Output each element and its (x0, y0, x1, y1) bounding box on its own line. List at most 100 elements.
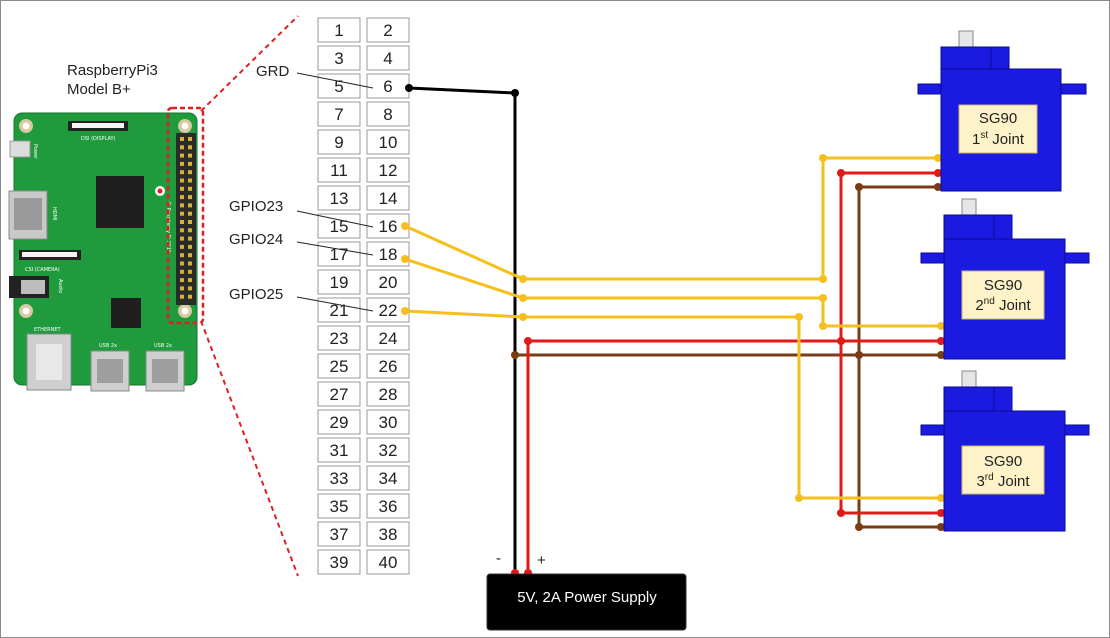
zoom-line-top (200, 15, 299, 112)
gpio-pin-dot (180, 253, 184, 258)
header-pin-box (317, 157, 361, 183)
header-pin-box (366, 241, 410, 267)
header-pin-box (317, 73, 361, 99)
header-pin-box (317, 493, 361, 519)
gpio-pin-dot (180, 161, 184, 166)
gpio-highlight-box (166, 106, 205, 325)
header-pin-number: 22 (379, 301, 398, 320)
header-pin-number: 31 (330, 441, 349, 460)
mounting-holes (19, 119, 192, 318)
header-pin-box (366, 353, 410, 379)
servo-label (961, 270, 1045, 320)
header-pin-number: 13 (330, 189, 349, 208)
gpio-pin-dot (188, 286, 192, 291)
servo-shaft (961, 198, 977, 216)
gpio-header-pins (180, 137, 192, 299)
gpio-pin-dot (188, 195, 192, 200)
gpio-pin-dot (188, 261, 192, 266)
gpio-pin-dot (188, 211, 192, 216)
servo-mount-tab-left (920, 252, 946, 264)
header-pin-box (317, 269, 361, 295)
header-pin-box (317, 437, 361, 463)
header-pin-box (317, 549, 361, 575)
raspberry-pi-board: RaspberryPi3 Model B+ DSI (DISPLAY) Powe… (8, 62, 205, 392)
header-pin-number: 8 (383, 105, 392, 124)
gpio-pin-dot (188, 220, 192, 224)
servo-2-model: SG90 (984, 277, 1022, 294)
grd-label: GRD (256, 63, 290, 80)
servo-3-joint: 3rd Joint (976, 472, 1030, 490)
wire-ground-main (408, 86, 517, 578)
header-pin-box (366, 381, 410, 407)
servo-shaft (961, 370, 977, 388)
header-pin-box (317, 521, 361, 547)
gpio24-leader-line (296, 241, 374, 256)
servo-3: SG90 3rd Joint (920, 370, 1090, 532)
header-pin-number: 39 (330, 553, 349, 572)
header-pin-box (317, 381, 361, 407)
gpio-pin-dot (180, 178, 184, 183)
soc-chip (96, 176, 144, 228)
csi-silkscreen: CSI (CAMERA) (25, 267, 60, 273)
servo-mount-tab-left (920, 424, 946, 436)
servo-2: SG90 2nd Joint (920, 198, 1090, 360)
wire-power-bus (526, 339, 941, 578)
gpio23-label: GPIO23 (229, 198, 283, 215)
header-pin-box (366, 17, 410, 43)
header-pin-number: 40 (379, 553, 398, 572)
power-supply-label: 5V, 2A Power Supply (517, 589, 657, 606)
gpio-pin-dot (180, 269, 184, 274)
header-pin-number: 25 (330, 357, 349, 376)
gpio-pin-dot (180, 236, 184, 241)
gpio-pin-dot (180, 145, 184, 150)
wire-junctions (401, 84, 945, 577)
gpio-pin-dot (180, 137, 184, 141)
header-pin-box (317, 465, 361, 491)
audio-silkscreen: Audio (57, 279, 63, 293)
header-pin-box (317, 241, 361, 267)
gpio-pin-dot (180, 153, 184, 158)
header-pin-box (317, 409, 361, 435)
header-pin-box (317, 129, 361, 155)
gpio-pin-dot (180, 170, 184, 175)
gpio-pin-dot (180, 244, 184, 249)
gpio-pin-dot (188, 153, 192, 158)
header-pin-number: 14 (379, 189, 398, 208)
header-pin-box (317, 353, 361, 379)
header-pin-box (366, 45, 410, 71)
gpio-pin-dot (188, 170, 192, 175)
power-connector (9, 140, 31, 158)
ethernet-silkscreen: ETHERNET (34, 327, 62, 333)
gpio-pin-dot (180, 186, 184, 191)
header-pin-number: 9 (334, 133, 343, 152)
gpio-header (176, 133, 196, 305)
header-pin-number: 33 (330, 469, 349, 488)
servo-label (961, 445, 1045, 495)
gpio-pin-dot (180, 220, 184, 224)
gpio-pin-dot (180, 278, 184, 283)
header-pin-box (366, 549, 410, 575)
header-pin-number: 29 (330, 413, 349, 432)
gpio-pin-dot (188, 137, 192, 141)
header-pin-box (317, 45, 361, 71)
servo-shaft (958, 30, 974, 48)
gpio-pin-dot (180, 203, 184, 208)
header-pin-number: 19 (330, 273, 349, 292)
usb-controller-chip (111, 298, 141, 328)
header-pin-number: 10 (379, 133, 398, 152)
header-pin-box (317, 325, 361, 351)
header-pin-number: 5 (334, 77, 343, 96)
header-pin-number: 20 (379, 273, 398, 292)
header-pin-number: 2 (383, 21, 392, 40)
dsi-silkscreen: DSI (DISPLAY) (81, 136, 116, 142)
header-pin-box (366, 493, 410, 519)
header-pin-box (366, 129, 410, 155)
header-pin-box (317, 17, 361, 43)
power-silkscreen: Power (32, 144, 38, 160)
header-pin-number: 18 (379, 245, 398, 264)
gpio-pin-dot (180, 211, 184, 216)
gpio-pin-dot (180, 195, 184, 200)
header-pin-number: 38 (379, 525, 398, 544)
header-pin-number: 4 (383, 49, 392, 68)
